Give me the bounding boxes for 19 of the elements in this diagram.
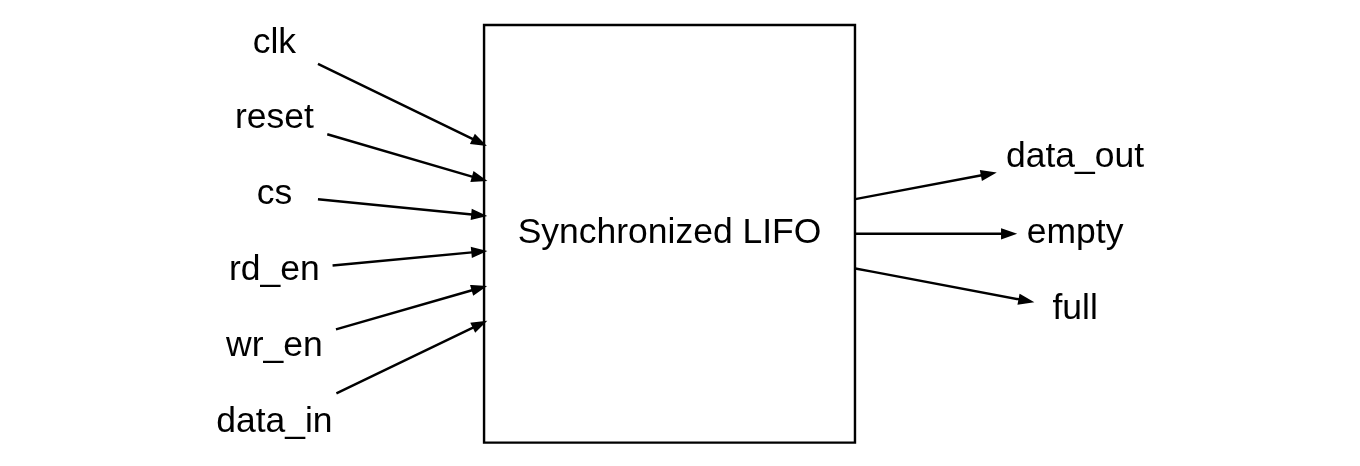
arrow: [335, 284, 488, 331]
arrow: [326, 133, 488, 182]
arrow: [855, 228, 1018, 240]
node-text: data_out: [1006, 135, 1145, 176]
node-box: Synchronized LIFO: [482, 23, 857, 444]
arrow: [335, 320, 488, 395]
node-text: reset: [234, 96, 314, 137]
arrow: [317, 198, 488, 220]
node-text: rd_en: [229, 247, 320, 288]
node-text: wr_en: [226, 323, 323, 364]
arrow: [332, 246, 488, 267]
node-text: cs: [256, 172, 293, 213]
arrow: [317, 62, 487, 146]
node-text: full: [1052, 286, 1098, 327]
node-text: clk: [252, 20, 297, 61]
node-text: empty: [1026, 210, 1124, 251]
node-text: data_in: [216, 399, 333, 440]
arrow: [855, 169, 997, 201]
arrow: [855, 267, 1035, 305]
